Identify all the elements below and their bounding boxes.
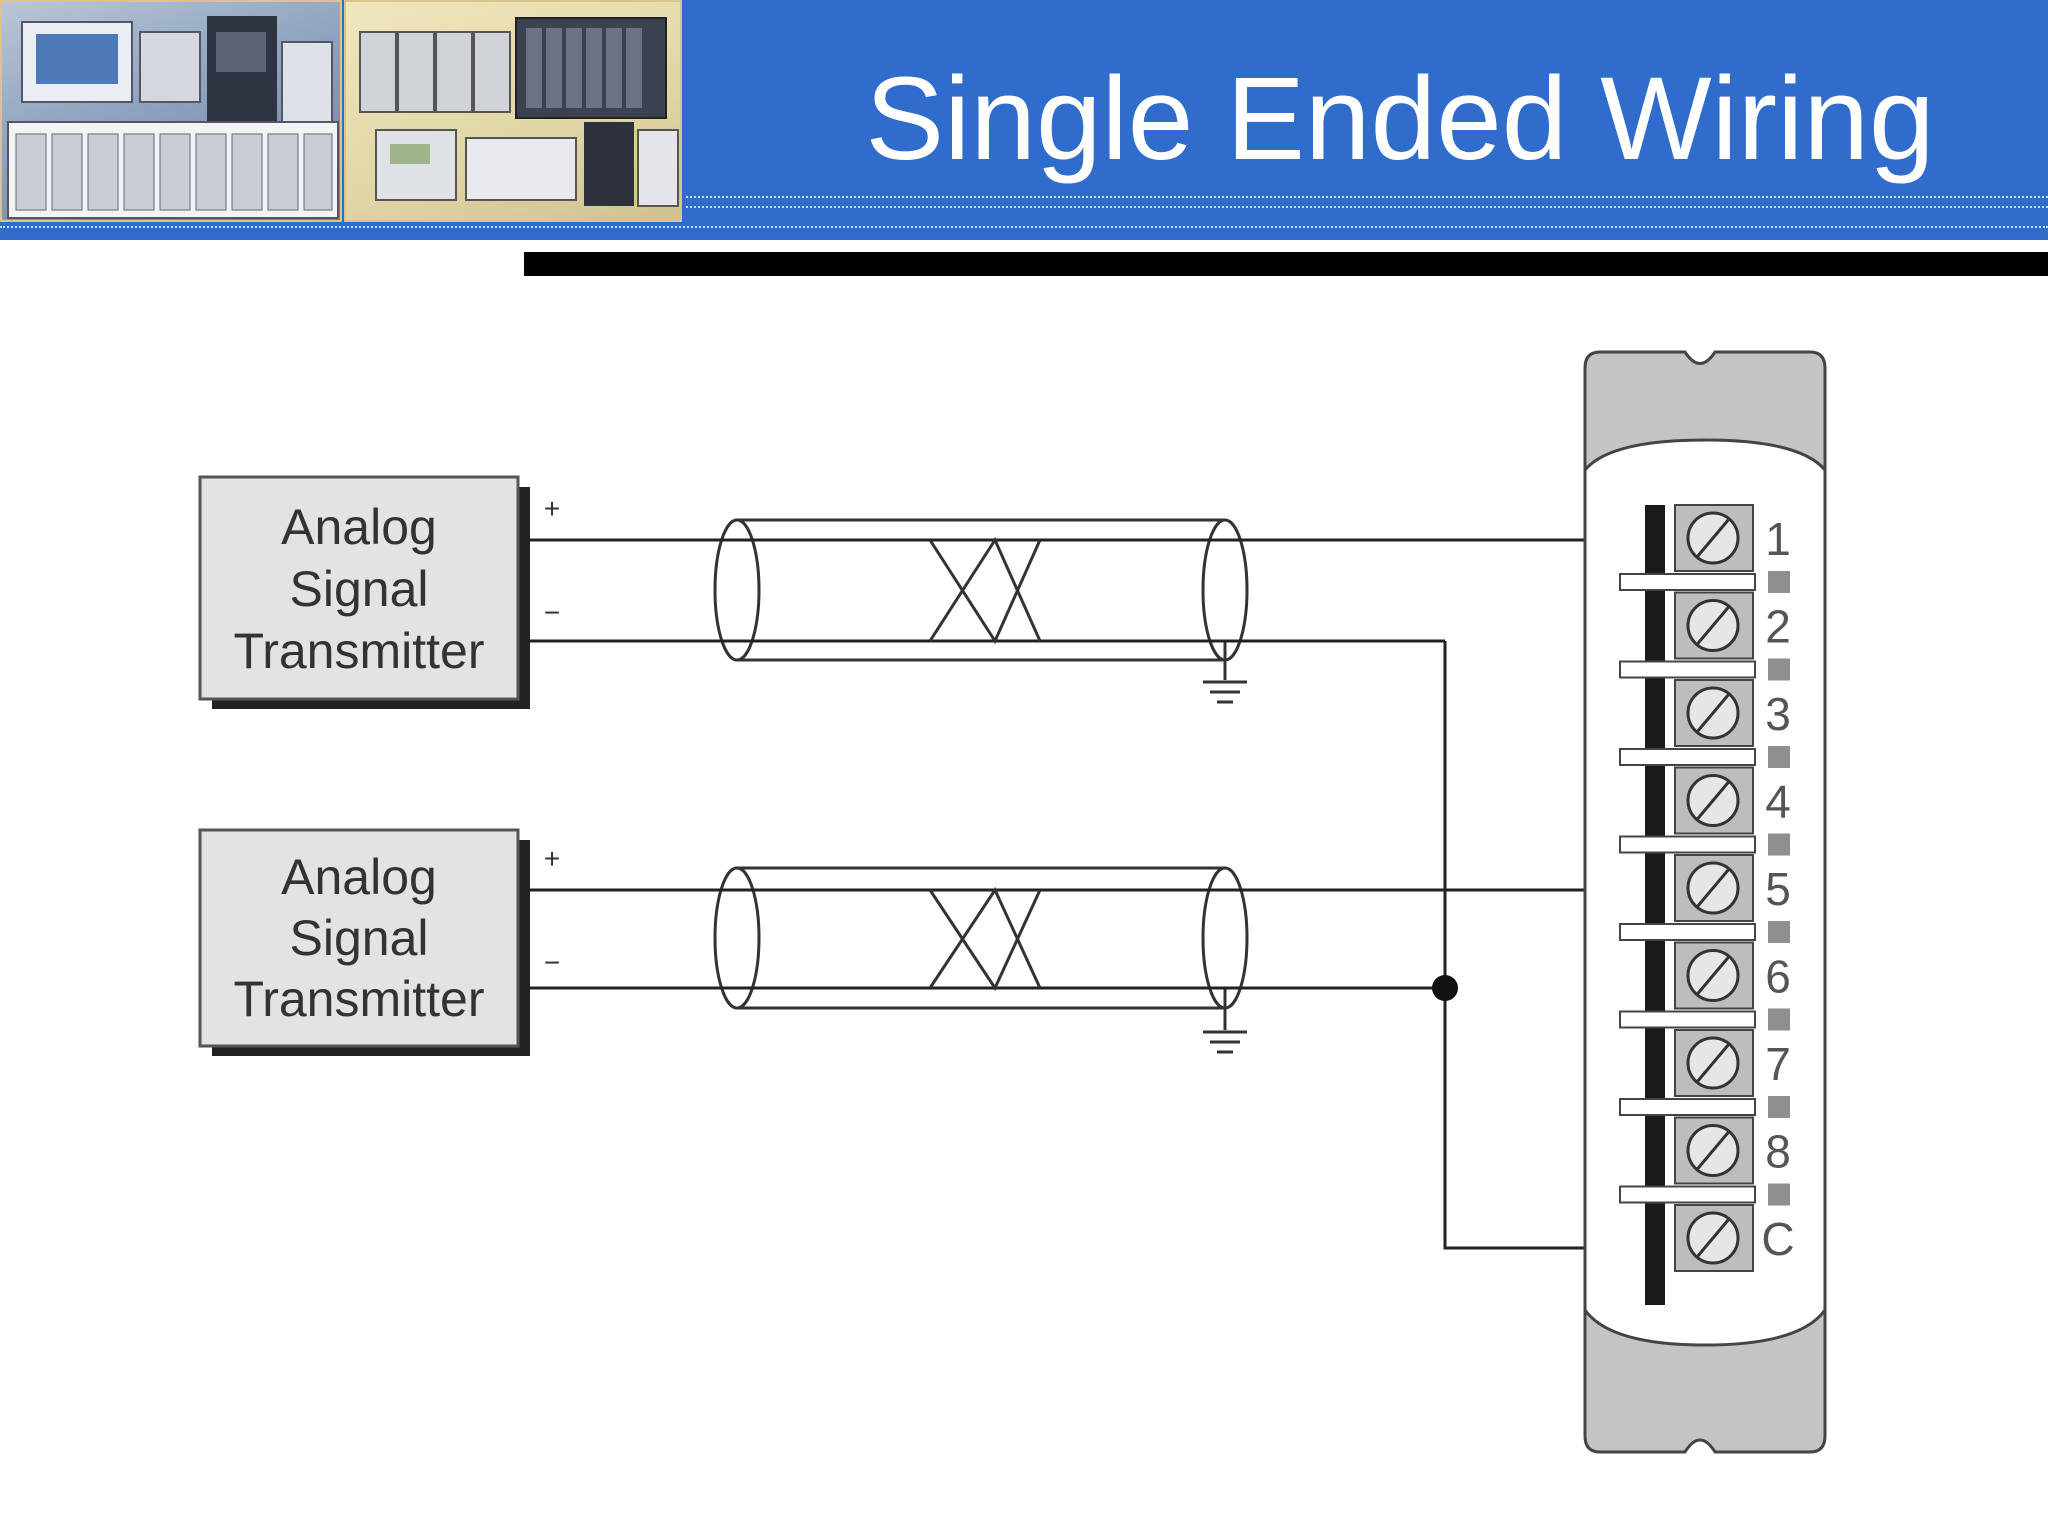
terminal-separator	[1619, 1185, 1756, 1204]
wire-paths	[530, 538, 1658, 1250]
terminal-3: 3	[1619, 679, 1791, 768]
terminal-5: 5	[1619, 854, 1791, 943]
terminal-label: 1	[1765, 513, 1791, 565]
terminal-C: C	[1674, 1204, 1795, 1272]
terminal-label: 4	[1765, 776, 1791, 828]
terminal-separator	[1619, 835, 1756, 854]
terminal-separator	[1619, 923, 1756, 941]
transmitter-1-plus-label: +	[544, 493, 560, 524]
terminal-label: 2	[1765, 601, 1791, 653]
transmitter-1: Analog Signal Transmitter + −	[198, 475, 560, 709]
io-module: 1 2 3 4 5 6 7 8C	[1583, 350, 1827, 1454]
cable-1-left-end	[713, 518, 761, 662]
terminal-label: 8	[1765, 1126, 1791, 1178]
terminal-8: 8	[1619, 1116, 1791, 1206]
io-module-terminal-strip	[1645, 505, 1665, 1305]
plc-modules-illustration	[359, 17, 679, 207]
transmitter-1-box	[198, 475, 520, 701]
header-dotted-rule-upper	[686, 196, 2048, 198]
plc-hardware-photo	[0, 0, 342, 222]
slide-header: Single Ended Wiring	[0, 0, 2048, 240]
transmitter-1-line3: Transmitter	[234, 623, 485, 679]
plc-rack-illustration	[7, 16, 339, 219]
transmitter-1-line1: Analog	[281, 499, 437, 555]
terminal-label: C	[1761, 1213, 1794, 1265]
terminal-label: 7	[1765, 1038, 1791, 1090]
transmitter-2-box	[198, 828, 520, 1048]
transmitter-1-minus-label: −	[544, 597, 560, 628]
terminal-1: 1	[1619, 504, 1791, 593]
transmitter-2-minus-label: −	[544, 947, 560, 978]
terminal-separator	[1619, 748, 1756, 766]
terminal-block: 1 2 3 4 5 6 7 8C	[1619, 504, 1795, 1272]
terminal-separator	[1619, 573, 1756, 591]
header-dotted-rule-lower	[0, 226, 2048, 228]
terminal-label: 5	[1765, 863, 1791, 915]
transmitter-2-plus-label: +	[544, 843, 560, 874]
terminal-7: 7	[1619, 1029, 1791, 1118]
plc-modules-photo	[344, 0, 682, 222]
terminal-4: 4	[1619, 766, 1791, 856]
cable-2-shield	[735, 866, 1225, 1010]
terminal-separator	[1619, 1010, 1756, 1029]
terminal-separator	[1619, 660, 1756, 679]
transmitter-2-line2: Signal	[290, 910, 429, 966]
cable-2-twist	[928, 886, 1042, 992]
terminal-separator	[1619, 1098, 1756, 1116]
shielded-cable-1	[713, 518, 1249, 704]
transmitter-2-line3: Transmitter	[234, 971, 485, 1027]
slide-title: Single Ended Wiring	[865, 53, 1935, 185]
terminal-2: 2	[1619, 591, 1791, 681]
shielded-cable-2	[713, 866, 1249, 1054]
terminal-6: 6	[1619, 941, 1791, 1031]
transmitter-1-line2: Signal	[290, 561, 429, 617]
terminal-label: 6	[1765, 951, 1791, 1003]
terminal-label: 3	[1765, 688, 1791, 740]
cable-2-left-end	[713, 866, 761, 1010]
transmitter-2: Analog Signal Transmitter + −	[198, 828, 560, 1056]
cable-1-twist	[928, 536, 1042, 645]
transmitter-2-line1: Analog	[281, 849, 437, 905]
header-black-bar	[524, 252, 2048, 276]
header-dotted-rule-middle	[686, 206, 2048, 208]
cable-1-shield	[735, 518, 1225, 662]
junction-dot	[1432, 975, 1458, 1001]
